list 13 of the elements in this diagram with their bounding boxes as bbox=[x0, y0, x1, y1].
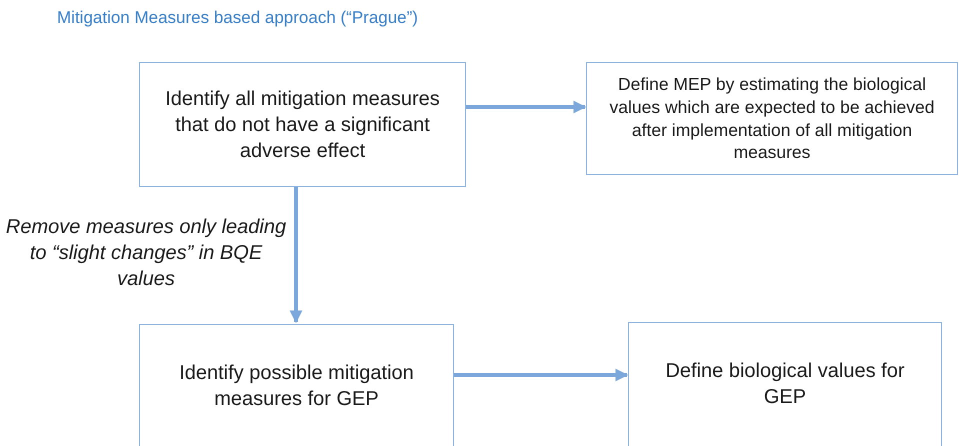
process-box bbox=[628, 322, 942, 446]
process-box bbox=[586, 62, 958, 175]
process-box bbox=[139, 62, 466, 187]
edge-label: Remove measures only leading to “slight changes” in BQE values bbox=[4, 215, 288, 292]
arrow bbox=[290, 187, 302, 324]
box-text: Define MEP by estimating the biological values which are expected to be achieved after implementation of all mitigation measures bbox=[608, 73, 936, 164]
arrow bbox=[454, 368, 628, 382]
diagram-title: Mitigation Measures based approach (“Prague”) bbox=[57, 8, 418, 28]
process-box bbox=[139, 324, 454, 446]
box-text: Identify possible mitigation measures for GEP bbox=[178, 361, 415, 412]
arrow bbox=[466, 100, 586, 114]
box-text: Define biological values for GEP bbox=[664, 359, 906, 410]
box-text: Identify all mitigation measures that do not have a significant adverse effect bbox=[164, 86, 441, 164]
